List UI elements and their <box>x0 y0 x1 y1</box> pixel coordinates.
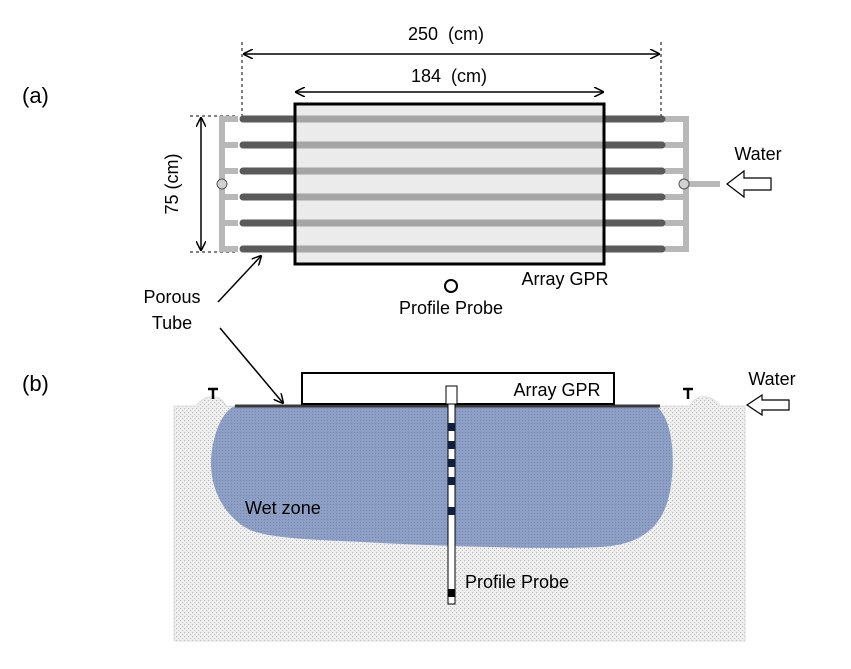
dimension-184cm: 184 (cm) <box>296 66 603 92</box>
panel-a-label: (a) <box>22 83 49 108</box>
profile-probe-top <box>444 279 458 293</box>
dimension-label-75: 75 (cm) <box>162 153 182 214</box>
water-arrow-a <box>726 169 772 199</box>
water-label-a: Water <box>734 144 781 164</box>
porous-tube-label-line1: Porous <box>143 287 200 307</box>
dimension-label-184: 184 (cm) <box>411 66 487 86</box>
callout-arrow-top <box>217 256 261 303</box>
profile-probe-side <box>445 385 458 605</box>
profile-probe-label-b: Profile Probe <box>465 572 569 592</box>
probe-sensors <box>448 423 455 597</box>
tap-left <box>208 387 218 399</box>
valve-right <box>678 178 690 190</box>
array-gpr-label-b: Array GPR <box>513 380 600 400</box>
tap-right <box>683 387 693 399</box>
array-gpr-side <box>301 372 615 405</box>
panel-b-label: (b) <box>22 371 49 396</box>
water-arrow-b <box>745 393 790 417</box>
wet-zone <box>210 406 673 548</box>
array-gpr-label-a: Array GPR <box>521 269 608 289</box>
array-gpr-top <box>293 102 606 266</box>
water-label-b: Water <box>748 369 795 389</box>
profile-probe-label-a: Profile Probe <box>399 298 503 318</box>
valve-left <box>216 178 228 190</box>
panel-b: (b) Array GPR Water <box>22 369 796 642</box>
panel-a: (a) 250 (cm) 184 (cm) 75 (cm) <box>22 24 782 403</box>
dimension-label-250: 250 (cm) <box>408 24 484 44</box>
dimension-250cm: 250 (cm) <box>241 24 662 118</box>
porous-tube-label-line2: Tube <box>152 313 192 333</box>
wet-zone-label: Wet zone <box>245 498 321 518</box>
tube-manifold <box>219 116 720 252</box>
callout-arrow-side <box>219 327 283 403</box>
